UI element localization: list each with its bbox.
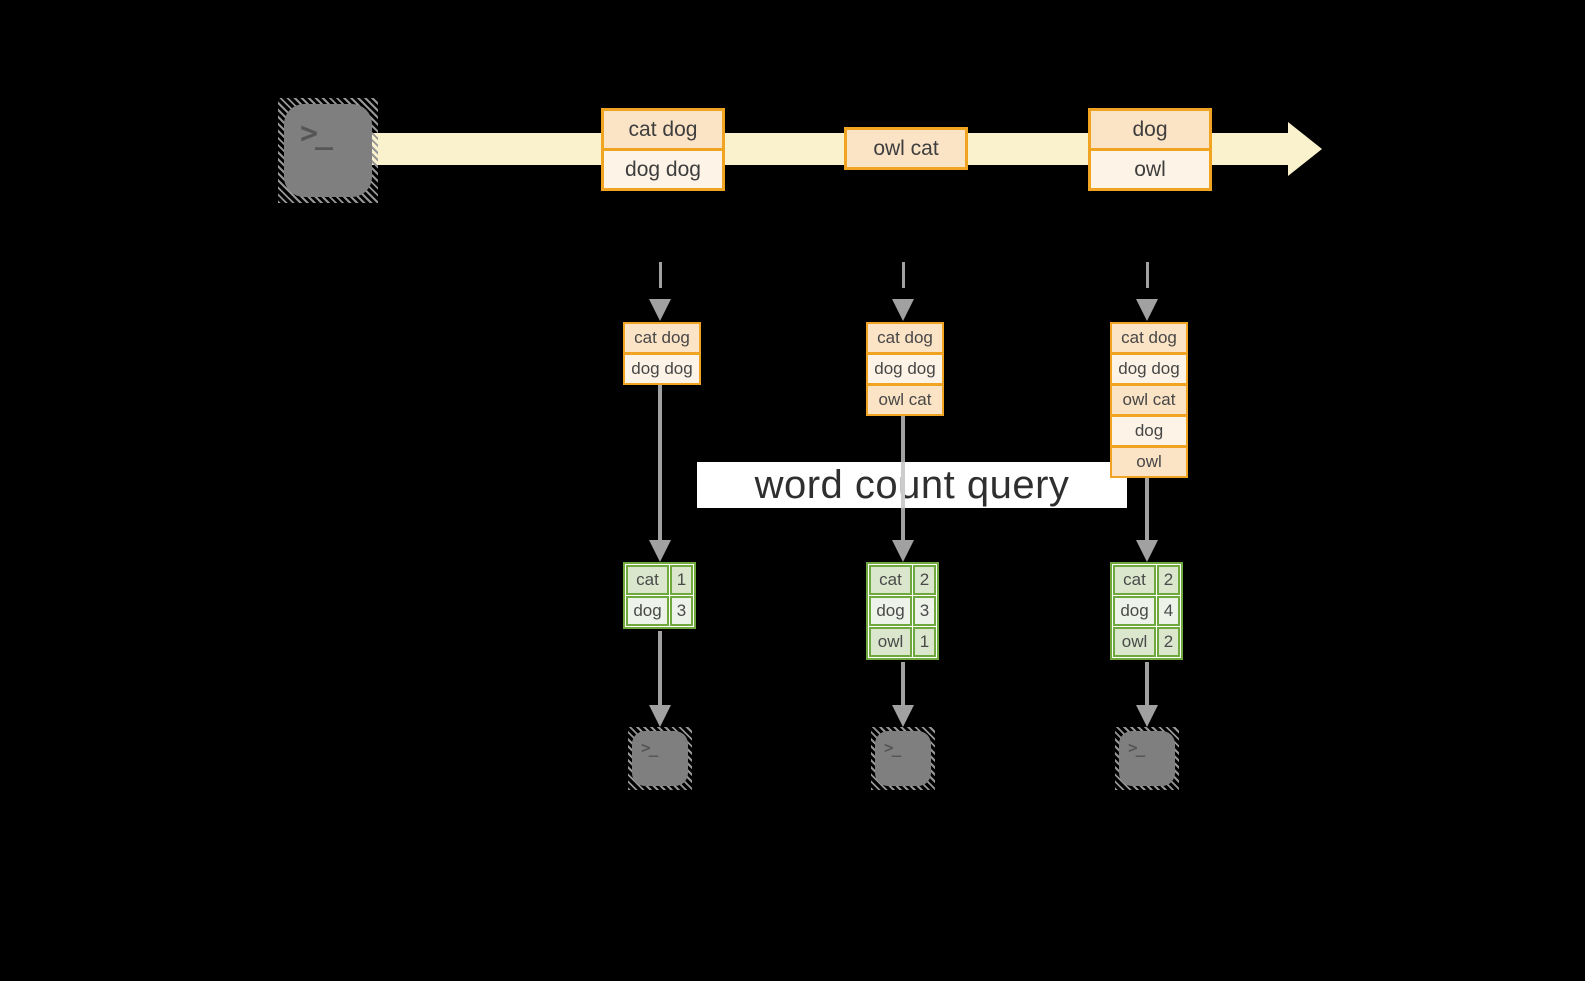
word-cell: owl [1113, 627, 1156, 657]
arrowhead-icon [1136, 705, 1158, 727]
stream-event-line: dog [1091, 111, 1209, 148]
stream-event-line: owl cat [847, 130, 965, 167]
terminal-prompt-glyph: >_ [641, 738, 658, 757]
buffer-cell: cat dog [1112, 324, 1186, 352]
query-banner: word count query [697, 462, 1127, 508]
buffer-cell: owl cat [1112, 383, 1186, 414]
buffer-cell: dog dog [625, 352, 699, 383]
dashed-ingest-arrow [1146, 262, 1149, 288]
stream-event-line: cat dog [604, 111, 722, 148]
arrowhead-icon [892, 540, 914, 562]
count-cell: 3 [913, 596, 936, 626]
word-cell: dog [869, 596, 912, 626]
terminal-prompt-glyph: >_ [884, 738, 901, 757]
terminal-screen: >_ [632, 731, 688, 786]
connector-arrow [1145, 478, 1149, 542]
arrowhead-icon [649, 540, 671, 562]
sink-terminal-icon: >_ [1115, 727, 1179, 790]
count-cell: 2 [1157, 627, 1180, 657]
arrowhead-icon [1136, 299, 1158, 321]
stream-event-line: dog dog [604, 148, 722, 188]
stream-arrowhead-icon [1288, 122, 1322, 176]
terminal-prompt-glyph: >_ [300, 116, 333, 151]
connector-through-banner [901, 462, 905, 508]
word-cell: cat [626, 565, 669, 595]
buffer-cell: owl cat [868, 383, 942, 414]
word-cell: owl [869, 627, 912, 657]
terminal-screen: >_ [284, 104, 372, 197]
count-cell: 1 [913, 627, 936, 657]
word-cell: dog [626, 596, 669, 626]
word-cell: dog [1113, 596, 1156, 626]
sink-terminal-icon: >_ [871, 727, 935, 790]
buffer-cell: cat dog [868, 324, 942, 352]
count-cell: 3 [670, 596, 693, 626]
buffer-cell: owl [1112, 445, 1186, 476]
connector-arrow [658, 385, 662, 542]
source-terminal-icon: >_ [278, 98, 378, 203]
count-cell: 2 [1157, 565, 1180, 595]
arrowhead-icon [892, 705, 914, 727]
word-cell: cat [869, 565, 912, 595]
terminal-screen: >_ [1119, 731, 1175, 786]
stream-event-line: owl [1091, 148, 1209, 188]
stream-event-box: owl cat [844, 127, 968, 170]
terminal-prompt-glyph: >_ [1128, 738, 1145, 757]
terminal-screen: >_ [875, 731, 931, 786]
count-cell: 1 [670, 565, 693, 595]
query-banner-label: word count query [754, 462, 1070, 507]
connector-arrow [901, 662, 905, 707]
arrowhead-icon [1136, 540, 1158, 562]
connector-arrow [1145, 662, 1149, 707]
count-cell: 2 [913, 565, 936, 595]
buffer-cell: dog [1112, 414, 1186, 445]
arrowhead-icon [649, 299, 671, 321]
dashed-ingest-arrow [659, 262, 662, 288]
dashed-ingest-arrow [902, 262, 905, 288]
buffer-cell: dog dog [1112, 352, 1186, 383]
arrowhead-icon [892, 299, 914, 321]
connector-arrow [658, 631, 662, 707]
word-cell: cat [1113, 565, 1156, 595]
arrowhead-icon [649, 705, 671, 727]
sink-terminal-icon: >_ [628, 727, 692, 790]
count-cell: 4 [1157, 596, 1180, 626]
buffer-cell: cat dog [625, 324, 699, 352]
buffer-cell: dog dog [868, 352, 942, 383]
